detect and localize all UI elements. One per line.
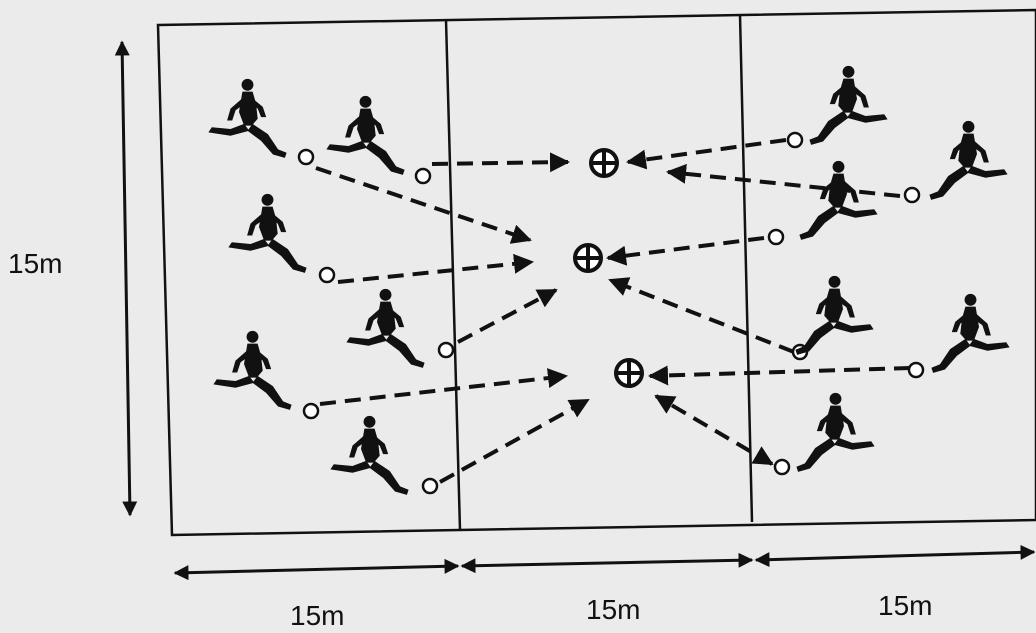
pitch-outline xyxy=(156,8,1036,537)
player-icon xyxy=(330,415,409,495)
player-icon xyxy=(326,95,405,175)
ball-icon xyxy=(318,266,336,284)
pass-arrow xyxy=(648,365,911,386)
ball-icon xyxy=(421,477,439,495)
ball-icon xyxy=(907,361,925,379)
player-icon xyxy=(213,330,292,410)
pass-arrow xyxy=(337,253,534,284)
vertical-dimension-label: 15m xyxy=(8,248,63,279)
player-icon xyxy=(208,78,287,158)
player-icon xyxy=(809,65,888,145)
pass-arrow xyxy=(439,398,590,484)
target-ball xyxy=(573,243,603,273)
ball-icon xyxy=(773,458,791,476)
horizontal-dimension-label-2: 15m xyxy=(586,594,641,625)
horizontal-dimension-arrow-1 xyxy=(173,558,460,581)
player-icon xyxy=(931,293,1010,373)
ball-icon xyxy=(786,131,804,149)
pass-arrow xyxy=(608,277,795,354)
pass-arrow xyxy=(654,394,774,466)
player-icon xyxy=(346,288,425,368)
pass-arrow xyxy=(457,288,558,344)
vertical-dimension-arrow xyxy=(114,40,138,517)
horizontal-dimension-label-1: 15m xyxy=(290,600,345,631)
player-icon xyxy=(795,275,874,355)
ball-icon xyxy=(302,402,320,420)
pass-arrow xyxy=(431,152,570,173)
zone-divider-left xyxy=(444,19,462,531)
ball-icon xyxy=(903,186,921,204)
player-icon xyxy=(228,193,307,273)
horizontal-dimension-label-3: 15m xyxy=(878,590,933,621)
target-ball xyxy=(589,148,619,178)
ball-icon xyxy=(437,341,455,359)
pass-arrow xyxy=(315,166,532,244)
pass-arrow xyxy=(626,138,787,170)
ball-icon xyxy=(297,148,315,166)
pass-arrow xyxy=(319,368,568,406)
pass-arrow xyxy=(606,236,765,266)
horizontal-dimension-arrow-2 xyxy=(460,552,754,574)
ball-icon xyxy=(414,167,432,185)
ball-icon xyxy=(767,228,785,246)
target-ball xyxy=(614,358,644,388)
player-icon xyxy=(796,392,875,472)
horizontal-dimension-arrow-3 xyxy=(754,544,1036,568)
player-icon xyxy=(799,160,878,240)
player-icon xyxy=(929,120,1008,200)
pass-arrow xyxy=(666,163,901,198)
